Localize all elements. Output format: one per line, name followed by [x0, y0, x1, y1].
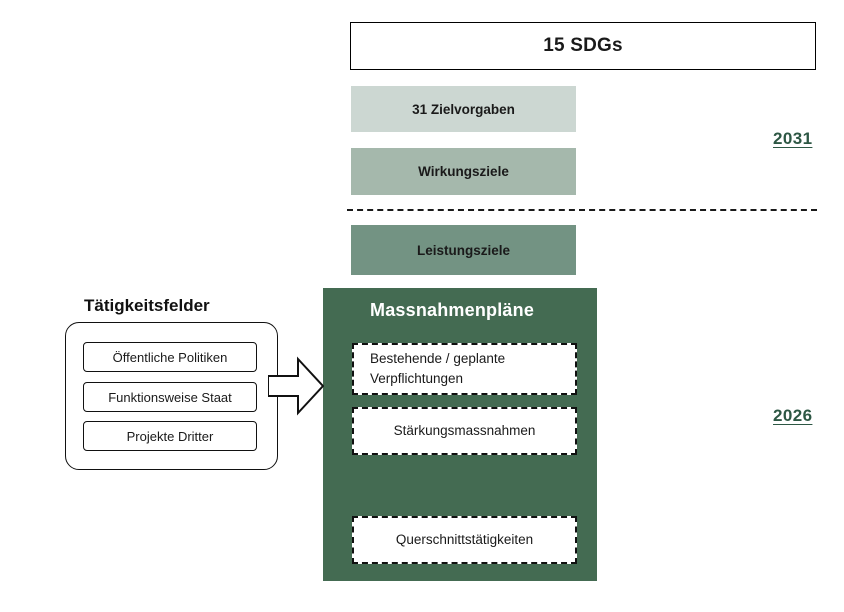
activity-field-projekte-dritter: Projekte Dritter: [83, 421, 257, 451]
measure-card-querschnitttaetigkeiten: Querschnittstätigkeiten: [352, 516, 577, 564]
bar-wirkungsziele-label: Wirkungsziele: [418, 164, 509, 179]
measure-card-staerkungsmassnahmen-label: Stärkungsmassnahmen: [393, 423, 536, 439]
sdg-box-label: 15 SDGs: [543, 35, 623, 56]
activity-fields-title: Tätigkeitsfelder: [84, 296, 210, 315]
activity-field-oeffentliche-politiken: Öffentliche Politiken: [83, 342, 257, 372]
bar-zielvorgaben-label: 31 Zielvorgaben: [412, 101, 515, 117]
measures-panel: Massnahmenpläne Bestehende / geplante Ve…: [323, 288, 597, 581]
activity-field-oeffentliche-politiken-label: Öffentliche Politiken: [112, 349, 228, 365]
activity-field-funktionsweise-staat: Funktionsweise Staat: [83, 382, 257, 412]
bar-leistungsziele: Leistungsziele: [351, 225, 576, 275]
measure-card-verpflichtungen: Bestehende / geplante Verpflichtungen: [352, 343, 577, 395]
activity-field-projekte-dritter-label: Projekte Dritter: [126, 428, 214, 444]
activity-field-funktionsweise-staat-label: Funktionsweise Staat: [108, 389, 232, 405]
bar-wirkungsziele: Wirkungsziele: [351, 148, 576, 195]
arrow-right-icon: [267, 355, 325, 417]
bar-leistungsziele-label: Leistungsziele: [416, 242, 511, 258]
measures-panel-title: Massnahmenpläne: [370, 300, 535, 320]
year-label-2031: 2031: [773, 129, 813, 148]
bar-zielvorgaben: 31 Zielvorgaben: [351, 86, 576, 132]
activity-fields-container: Öffentliche Politiken Funktionsweise Sta…: [65, 322, 278, 470]
measure-card-querschnitttaetigkeiten-label: Querschnittstätigkeiten: [395, 532, 534, 548]
measure-card-verpflichtungen-label: Bestehende / geplante Verpflichtungen: [370, 351, 506, 386]
sdg-box: 15 SDGs: [350, 22, 816, 70]
year-label-2026: 2026: [773, 406, 813, 425]
measure-card-staerkungsmassnahmen: Stärkungsmassnahmen: [352, 407, 577, 455]
timeline-divider: [347, 209, 817, 211]
